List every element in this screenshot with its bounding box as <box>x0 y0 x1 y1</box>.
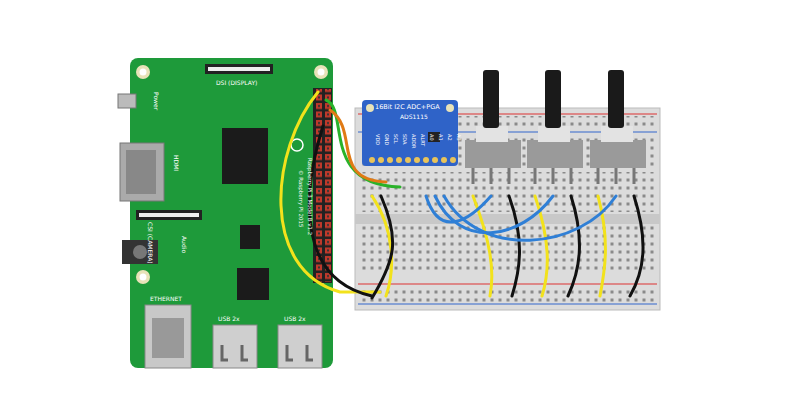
pin-label: SCL <box>393 134 398 143</box>
connector-label: USB 2x <box>218 316 240 322</box>
pin-label: VDD <box>375 134 380 145</box>
connector-label: ETHERNET <box>150 296 182 302</box>
pin-label: GND <box>384 134 389 145</box>
connector-label: DSI (DISPLAY) <box>216 80 257 86</box>
pin-label: ADDR <box>411 134 416 149</box>
pin-label: A1 <box>438 134 443 141</box>
pin-label: A0 <box>429 134 434 141</box>
pin-label: ALRT <box>420 134 425 146</box>
pin-label: A2 <box>447 134 452 141</box>
chip-name: ADS1115 <box>400 114 428 120</box>
pin-label: SDA <box>402 134 407 144</box>
connector-label: CSI (CAMERA) <box>147 222 153 264</box>
pin-label: A3 <box>456 134 461 141</box>
connector-label: Audio <box>181 236 187 253</box>
board-title: 16Bit I2C ADC+PGA <box>375 104 440 111</box>
connector-label: Power <box>153 92 159 110</box>
connector-label: USB 2x <box>284 316 306 322</box>
copyright-note: © Raspberry Pi 2015 <box>297 170 303 227</box>
connector-label: HDMI <box>173 155 179 171</box>
board-model: Raspberry Pi 3 Model B v1.2 <box>306 158 312 235</box>
